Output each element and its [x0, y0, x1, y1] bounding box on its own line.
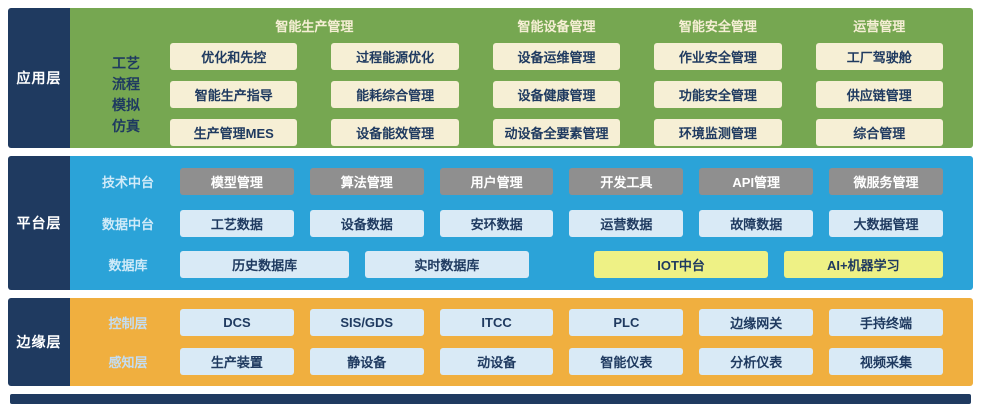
band-module-box: 用户管理: [439, 168, 554, 195]
band-module-box: 安环数据: [439, 209, 554, 237]
band-module-box: 智能仪表: [569, 348, 684, 375]
application-module-box: 设备健康管理: [492, 81, 621, 108]
application-section-header: 智能安全管理: [678, 19, 757, 34]
band-row-items: DCS SIS/GDS ITCC PLC 边缘网关手持终端: [180, 309, 943, 336]
layer-label-platform: 平台层: [8, 156, 70, 290]
band-row: 控制层 DCS SIS/GDS ITCC PLC 边缘网关手持终端: [92, 309, 943, 336]
layer-platform: 平台层 技术中台 模型管理算法管理用户管理开发工具 API管理微服务管理数据中台 工艺…: [8, 156, 973, 290]
process-simulation-label-line: 模拟: [112, 96, 140, 113]
platform-band: 技术中台 模型管理算法管理用户管理开发工具 API管理微服务管理数据中台 工艺数据设备…: [70, 156, 973, 290]
band-module-box: 视频采集: [829, 348, 943, 375]
band-module-box: PLC: [569, 309, 684, 336]
band-row: 数据库 历史数据库实时数据库 IOT中台 AI+机器学习: [92, 251, 943, 278]
band-module-box: 故障数据: [699, 209, 814, 237]
application-grid: 优化和先控 过程能源优化 设备运维管理 作业安全管理 工厂驾驶舱智能生产指导 能耗综合管理…: [170, 43, 943, 146]
band-module-box: 静设备: [309, 348, 424, 375]
band-module-box: ITCC: [439, 309, 554, 336]
band-row: 感知层 生产装置静设备动设备智能仪表分析仪表视频采集: [92, 348, 943, 375]
edge-row-label: 感知层: [108, 355, 148, 370]
band-module-box: 设备数据: [309, 209, 424, 237]
platform-row-label: 数据中台: [101, 216, 154, 232]
band-module-box: 边缘网关: [699, 309, 814, 336]
application-section-headers: 智能生产管理 智能设备管理 智能安全管理 运营管理: [170, 16, 943, 35]
application-band: 智能生产管理 智能设备管理 智能安全管理 运营管理 工艺流程模拟仿真 优化和先控 过程能…: [70, 8, 973, 148]
band-module-box: IOT中台: [594, 251, 768, 278]
band-row-items: 工艺数据设备数据安环数据运营数据故障数据大数据管理: [180, 209, 943, 237]
application-module-box: 作业安全管理: [654, 43, 782, 70]
layer-label-application: 应用层: [8, 8, 70, 148]
band-module-box: SIS/GDS: [309, 309, 424, 336]
process-simulation-label-line: 流程: [112, 75, 140, 92]
band-row: 数据中台 工艺数据设备数据安环数据运营数据故障数据大数据管理: [92, 209, 943, 237]
application-module-box: 功能安全管理: [654, 81, 782, 108]
band-row-items: 生产装置静设备动设备智能仪表分析仪表视频采集: [180, 348, 943, 375]
application-section-header: 智能生产管理: [275, 19, 354, 34]
band-module-box: API管理: [699, 168, 814, 195]
platform-row-label: 数据库: [108, 258, 148, 273]
application-module-box: 设备运维管理: [492, 43, 621, 70]
band-module-box: 模型管理: [180, 168, 294, 195]
band-module-box: 大数据管理: [829, 209, 943, 237]
band-module-box: 分析仪表: [699, 348, 814, 375]
application-module-box: 能耗综合管理: [331, 81, 459, 108]
edge-row-label: 控制层: [108, 316, 148, 331]
edge-band: 控制层 DCS SIS/GDS ITCC PLC 边缘网关手持终端感知层 生产装置静设备动设…: [70, 298, 973, 386]
band-module-box: 手持终端: [829, 309, 943, 336]
layer-label-edge: 边缘层: [8, 298, 70, 386]
application-module-box: 生产管理MES: [170, 119, 298, 146]
band-module-box: 历史数据库: [180, 251, 350, 278]
application-module-box: 综合管理: [815, 119, 943, 146]
application-module-box: 工厂驾驶舱: [815, 43, 943, 70]
band-module-box: AI+机器学习: [783, 251, 943, 278]
band-module-box: 生产装置: [180, 348, 294, 375]
band-module-box: 微服务管理: [829, 168, 943, 195]
base-bar: [10, 394, 971, 404]
application-section-header: 运营管理: [853, 19, 906, 34]
band-row-items: 历史数据库实时数据库 IOT中台 AI+机器学习: [180, 251, 943, 278]
application-module-box: 设备能效管理: [331, 119, 459, 146]
application-module-box: 优化和先控: [170, 43, 298, 70]
application-module-box: 动设备全要素管理: [492, 119, 621, 146]
application-module-box: 供应链管理: [815, 81, 943, 108]
application-module-box: 环境监测管理: [654, 119, 782, 146]
application-module-box: 智能生产指导: [170, 81, 298, 108]
process-simulation-label: 工艺流程模拟仿真: [82, 43, 170, 146]
band-module-box: 工艺数据: [180, 209, 294, 237]
row-spacer: [545, 251, 579, 278]
band-row-items: 模型管理算法管理用户管理开发工具 API管理微服务管理: [180, 168, 943, 195]
application-content: 工艺流程模拟仿真 优化和先控 过程能源优化 设备运维管理 作业安全管理 工厂驾驶舱智能生…: [70, 41, 973, 146]
application-section-header: 智能设备管理: [517, 19, 596, 34]
process-simulation-label-line: 工艺: [112, 54, 140, 71]
band-module-box: 运营数据: [569, 209, 684, 237]
band-module-box: DCS: [180, 309, 294, 336]
band-module-box: 动设备: [439, 348, 554, 375]
process-simulation-label-line: 仿真: [112, 117, 140, 134]
application-module-box: 过程能源优化: [331, 43, 459, 70]
band-module-box: 算法管理: [309, 168, 424, 195]
layer-edge: 边缘层 控制层 DCS SIS/GDS ITCC PLC 边缘网关手持终端感知层 生产装置静…: [8, 298, 973, 386]
platform-row-label: 技术中台: [101, 175, 154, 190]
band-module-box: 开发工具: [569, 168, 684, 195]
band-module-box: 实时数据库: [365, 251, 529, 278]
band-row: 技术中台 模型管理算法管理用户管理开发工具 API管理微服务管理: [92, 168, 943, 195]
layer-application: 应用层 智能生产管理 智能设备管理 智能安全管理 运营管理 工艺流程模拟仿真 优化和先…: [8, 8, 973, 148]
